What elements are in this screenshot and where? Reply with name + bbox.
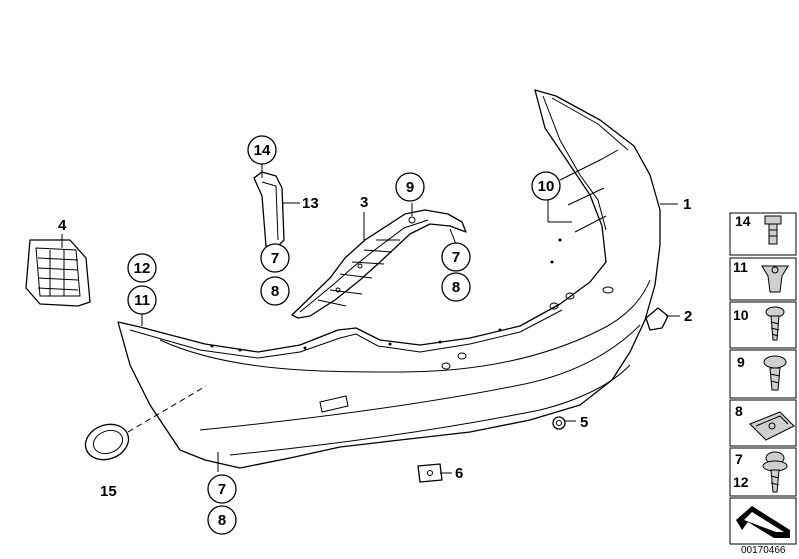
bumper-cover bbox=[117, 89, 661, 469]
clip-nut-icon bbox=[749, 411, 795, 441]
side-item-7: 7 bbox=[735, 451, 743, 467]
svg-text:8: 8 bbox=[452, 279, 460, 296]
svg-text:8: 8 bbox=[271, 283, 279, 300]
label-part-1: 1 bbox=[683, 196, 691, 213]
svg-text:10: 10 bbox=[538, 178, 555, 195]
svg-text:12: 12 bbox=[134, 260, 151, 277]
label-part-4: 4 bbox=[58, 217, 67, 234]
svg-text:8: 8 bbox=[218, 512, 226, 529]
svg-text:7: 7 bbox=[452, 249, 460, 266]
cap-part-2 bbox=[645, 307, 669, 331]
callout-7-lower: 7 bbox=[207, 474, 237, 504]
callout-8-lower: 8 bbox=[207, 505, 237, 535]
document-number: 00170466 bbox=[741, 545, 786, 556]
svg-text:7: 7 bbox=[735, 451, 743, 467]
svg-text:7: 7 bbox=[271, 250, 279, 267]
label-part-6: 6 bbox=[455, 465, 463, 482]
tow-cap-part-15 bbox=[84, 423, 130, 461]
hardware-legend-panel: 14 11 10 bbox=[729, 212, 797, 545]
expanding-nut-icon bbox=[761, 265, 789, 293]
clip-part-6 bbox=[417, 463, 443, 483]
svg-text:12: 12 bbox=[733, 474, 749, 490]
flange-bolt-icon bbox=[762, 451, 788, 493]
callout-7-strip: 7 bbox=[260, 243, 290, 273]
callout-8-strip: 8 bbox=[260, 276, 290, 306]
support-strip bbox=[253, 171, 285, 249]
label-part-5: 5 bbox=[580, 414, 588, 431]
side-item-12: 12 bbox=[733, 474, 749, 490]
side-item-14: 14 bbox=[735, 213, 782, 245]
callout-10: 10 bbox=[531, 171, 561, 201]
svg-text:7: 7 bbox=[218, 481, 226, 498]
collar-screw-icon bbox=[763, 355, 787, 391]
svg-text:14: 14 bbox=[254, 142, 271, 159]
callout-12: 12 bbox=[127, 253, 157, 283]
svg-text:9: 9 bbox=[737, 354, 745, 370]
label-part-3: 3 bbox=[360, 194, 368, 211]
grille-bracket bbox=[25, 239, 91, 307]
label-part-13: 13 bbox=[302, 195, 319, 212]
screw-icon bbox=[765, 306, 785, 341]
svg-text:10: 10 bbox=[733, 307, 749, 323]
callout-8-bracket: 8 bbox=[441, 272, 471, 302]
side-item-9: 9 bbox=[737, 354, 787, 391]
svg-text:14: 14 bbox=[735, 213, 751, 229]
carrier-bracket bbox=[291, 209, 467, 319]
callout-7-bracket: 7 bbox=[441, 242, 471, 272]
svg-text:11: 11 bbox=[134, 292, 150, 309]
callout-11: 11 bbox=[127, 285, 157, 315]
label-part-2: 2 bbox=[684, 308, 692, 325]
side-item-11: 11 bbox=[733, 259, 789, 293]
clip-part-5 bbox=[552, 416, 566, 430]
direction-arrow-icon bbox=[736, 506, 790, 538]
callout-9: 9 bbox=[395, 172, 425, 202]
label-part-15: 15 bbox=[100, 483, 117, 500]
push-rivet-icon bbox=[764, 215, 782, 245]
side-item-10: 10 bbox=[733, 306, 785, 341]
svg-text:11: 11 bbox=[733, 259, 748, 275]
callout-14: 14 bbox=[247, 135, 277, 165]
svg-text:8: 8 bbox=[735, 403, 743, 419]
side-item-8: 8 bbox=[735, 403, 795, 441]
svg-text:9: 9 bbox=[406, 179, 414, 196]
